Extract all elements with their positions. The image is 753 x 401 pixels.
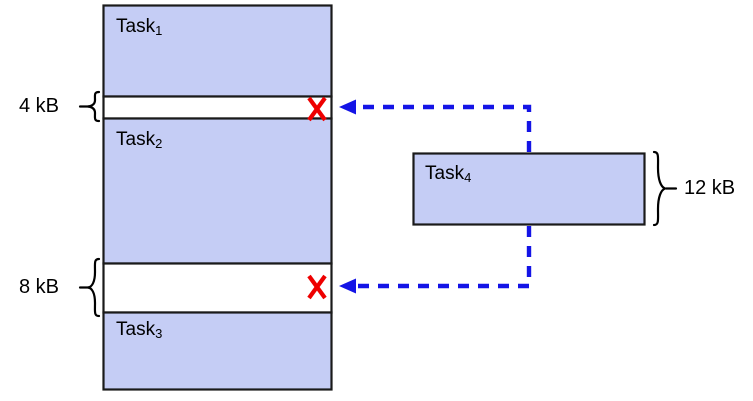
incoming-task-block[interactable]: [412, 152, 646, 226]
memory-block-task3[interactable]: [102, 311, 333, 391]
memory-hole-4kb[interactable]: [102, 95, 333, 120]
main-memory-column: [102, 4, 333, 391]
memory-block-task2-label: Task2: [116, 129, 163, 151]
incoming-task-size-label: 12 kB: [684, 177, 736, 199]
memory-hole-8kb[interactable]: [102, 262, 333, 314]
arrowhead-hole2: [339, 278, 356, 294]
hole-4kb-size-label: 4 kB: [19, 95, 60, 117]
memory-block-task1-label: Task1: [116, 16, 163, 38]
brace-8kb: [78, 257, 101, 318]
arrowhead-hole1: [339, 99, 356, 115]
memory-block-task1[interactable]: [102, 4, 333, 98]
hole-8kb-size-label: 8 kB: [19, 276, 60, 298]
arrow-task4-to-hole2: [339, 226, 532, 294]
reject-mark-hole1: [307, 96, 327, 122]
brace-4kb: [78, 90, 101, 123]
arrow-task4-to-hole1: [339, 99, 532, 152]
brace-12kb: [652, 150, 678, 227]
incoming-task-block-label: Task4: [425, 163, 472, 185]
reject-mark-hole2: [307, 274, 327, 300]
memory-block-task2[interactable]: [102, 117, 333, 265]
memory-block-task3-label: Task3: [116, 319, 163, 341]
